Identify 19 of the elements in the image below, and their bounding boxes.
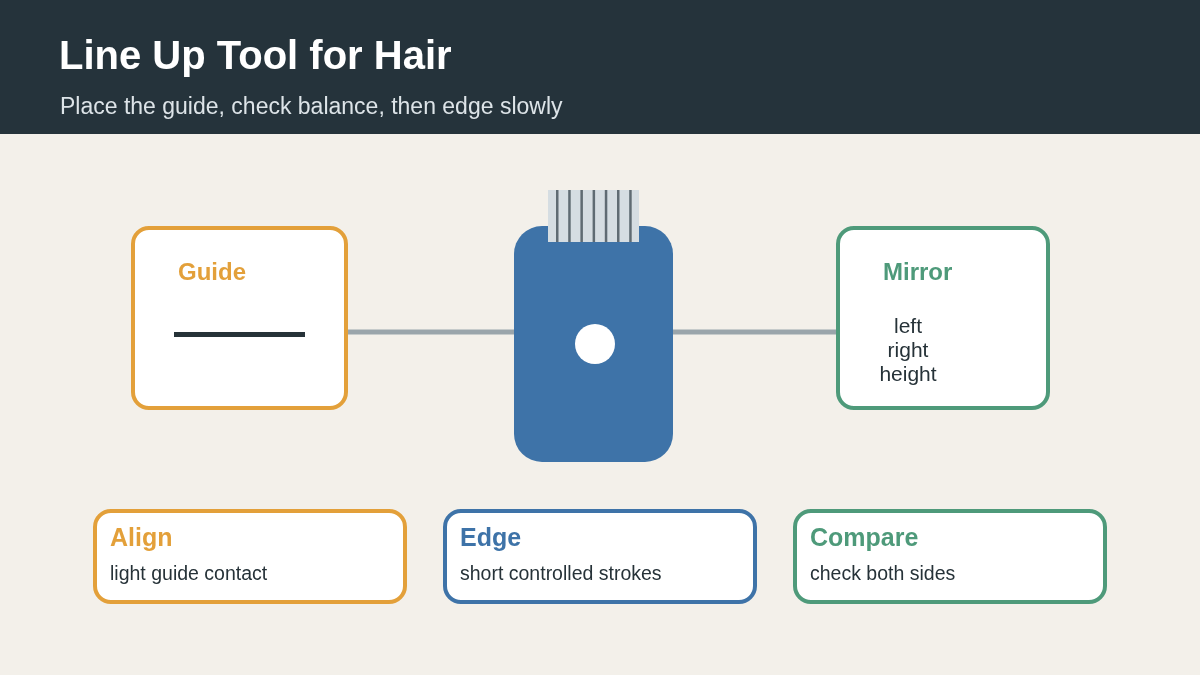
step-card — [93, 509, 407, 604]
card-title: Mirror — [883, 258, 953, 286]
step-card — [793, 509, 1107, 604]
connector-line — [673, 329, 836, 335]
step-title: Compare — [810, 523, 919, 552]
connector-line — [348, 329, 514, 335]
title: Line Up Tool for Hair — [59, 32, 452, 79]
side-list: left right height — [879, 314, 937, 386]
card-title: Guide — [178, 258, 246, 286]
info-card — [131, 226, 348, 410]
subtitle: Place the guide, check balance, then edge slowly — [60, 92, 563, 120]
step-description: short controlled strokes — [460, 562, 662, 584]
step-description: check both sides — [810, 562, 956, 584]
step-description: light guide contact — [110, 562, 268, 584]
info-card — [836, 226, 1050, 410]
step-card — [443, 509, 757, 604]
trimmer-illustration — [514, 190, 673, 462]
step-title: Edge — [460, 523, 522, 552]
step-title: Align — [110, 523, 173, 552]
